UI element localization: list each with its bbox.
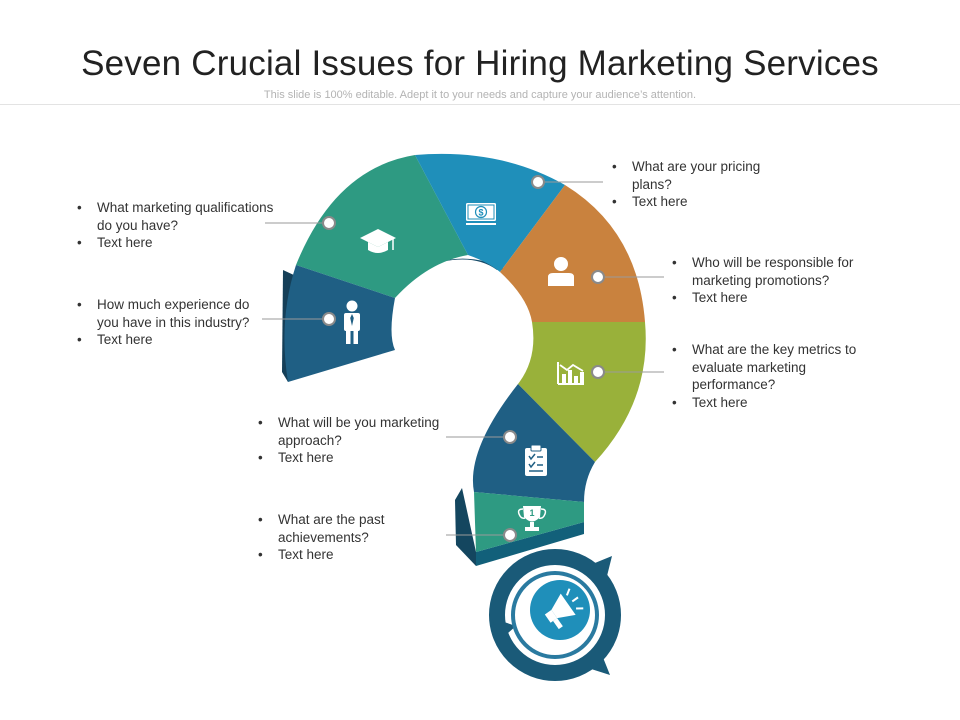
megaphone-icon [544, 588, 584, 630]
item-question: What marketing qualifications do you hav… [77, 199, 277, 234]
marker-dot-promotions[interactable] [591, 270, 605, 284]
marker-dot-experience[interactable] [322, 312, 336, 326]
person-icon [548, 257, 574, 286]
cycle-arrow-3 [492, 618, 516, 640]
item-experience: How much experience do you have in this … [77, 296, 262, 349]
item-question: What are the key metrics to evaluate mar… [672, 341, 872, 394]
stem-depth [455, 488, 476, 566]
segment-approach[interactable] [472, 384, 595, 502]
item-pricing: What are your pricing plans? Text here [612, 158, 782, 211]
clipboard-icon [525, 444, 547, 476]
marker-dot-pricing[interactable] [531, 175, 545, 189]
item-question: What are the past achievements? [258, 511, 428, 546]
item-question: Who will be responsible for marketing pr… [672, 254, 872, 289]
trophy-number: 1 [529, 508, 534, 518]
segment-achievements[interactable] [474, 492, 584, 552]
item-promotions: Who will be responsible for marketing pr… [672, 254, 872, 307]
connector-lines [262, 181, 664, 536]
segment-metrics[interactable] [518, 322, 646, 462]
stem-bottom-depth [476, 522, 584, 566]
segment-promotions[interactable] [500, 185, 645, 322]
item-detail: Text here [258, 449, 448, 467]
item-detail: Text here [77, 331, 262, 349]
chart-icon [557, 362, 584, 385]
cycle-arrow-2 [588, 650, 610, 675]
marker-dot-approach[interactable] [503, 430, 517, 444]
base-cycle[interactable] [489, 549, 621, 681]
item-detail: Text here [258, 546, 428, 564]
item-detail: Text here [672, 289, 872, 307]
segment-qualifications[interactable] [296, 155, 468, 298]
slide-title: Seven Crucial Issues for Hiring Marketin… [81, 44, 879, 83]
marker-dot-qualifications[interactable] [322, 216, 336, 230]
money-symbol: $ [478, 208, 483, 218]
cycle-arrow-1 [590, 556, 612, 580]
trophy-icon: 1 [517, 506, 547, 531]
item-question: How much experience do you have in this … [77, 296, 262, 331]
marker-dot-achievements[interactable] [503, 528, 517, 542]
item-detail: Text here [77, 234, 277, 252]
item-question: What are your pricing plans? [612, 158, 782, 193]
graduation-cap-icon [360, 229, 396, 253]
money-icon: $ [466, 203, 496, 225]
base-ring-highlight [511, 571, 599, 659]
item-qualifications: What marketing qualifications do you hav… [77, 199, 277, 252]
item-detail: Text here [612, 193, 782, 211]
item-metrics: What are the key metrics to evaluate mar… [672, 341, 872, 411]
segment-experience[interactable] [284, 265, 395, 382]
item-detail: Text here [672, 394, 872, 412]
base-outer-ring [489, 549, 621, 681]
businessman-icon [344, 300, 360, 344]
marker-dot-metrics[interactable] [591, 365, 605, 379]
marker-dots [322, 175, 605, 542]
item-achievements: What are the past achievements? Text her… [258, 511, 428, 564]
item-question: What will be you marketing approach? [258, 414, 448, 449]
item-approach: What will be you marketing approach? Tex… [258, 414, 448, 467]
header-divider [0, 104, 960, 105]
slide-subtitle: This slide is 100% editable. Adept it to… [263, 89, 697, 101]
